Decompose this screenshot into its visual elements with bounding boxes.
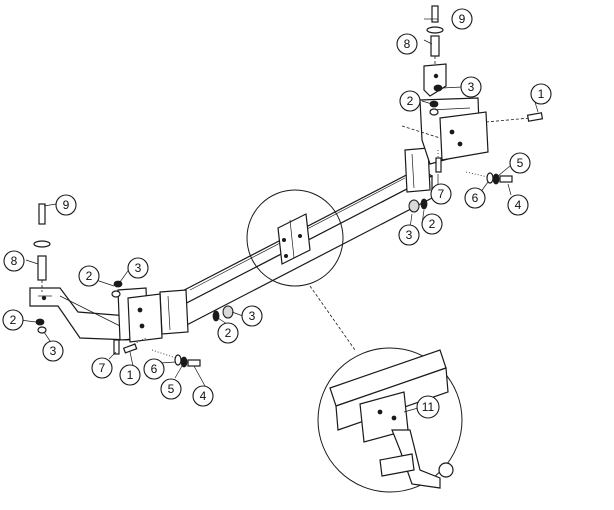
callout-2-left-bottom: 2 bbox=[2, 309, 24, 331]
svg-text:6: 6 bbox=[472, 191, 479, 205]
right-top-mount bbox=[423, 63, 447, 97]
svg-text:2: 2 bbox=[429, 217, 436, 231]
callout-2-left-top: 2 bbox=[78, 265, 100, 287]
svg-text:7: 7 bbox=[438, 187, 445, 201]
callout-8-left: 8 bbox=[3, 250, 25, 272]
callout-9-left: 9 bbox=[55, 194, 77, 216]
center-magnifier bbox=[246, 189, 344, 287]
svg-text:2: 2 bbox=[407, 94, 414, 108]
callout-8-right: 8 bbox=[396, 33, 418, 55]
left-bolt-1 bbox=[122, 337, 147, 354]
callout-1-right: 1 bbox=[530, 83, 552, 105]
callout-3-left-top: 3 bbox=[127, 257, 149, 279]
callout-7-left: 7 bbox=[91, 357, 113, 379]
svg-text:8: 8 bbox=[404, 37, 411, 51]
svg-text:2: 2 bbox=[10, 313, 17, 327]
svg-text:11: 11 bbox=[422, 400, 435, 414]
callout-2-left-center: 2 bbox=[217, 322, 239, 344]
svg-text:7: 7 bbox=[99, 361, 106, 375]
callout-1-left: 1 bbox=[119, 364, 141, 386]
svg-text:1: 1 bbox=[538, 87, 545, 101]
detail-leader bbox=[309, 285, 356, 351]
callout-4-right: 4 bbox=[507, 194, 529, 216]
svg-text:2: 2 bbox=[86, 269, 93, 283]
svg-text:3: 3 bbox=[50, 344, 57, 358]
callout-6-left: 6 bbox=[143, 358, 165, 380]
svg-text:9: 9 bbox=[459, 12, 466, 26]
callout-9-right: 9 bbox=[451, 8, 473, 30]
left-fastener-group bbox=[151, 349, 201, 368]
svg-text:3: 3 bbox=[406, 228, 413, 242]
detail-view bbox=[317, 347, 463, 493]
svg-text:3: 3 bbox=[468, 80, 475, 94]
callout-2-right-bottom: 2 bbox=[421, 213, 443, 235]
callout-3-right-top: 3 bbox=[460, 76, 482, 98]
left-center-nuts bbox=[212, 305, 234, 322]
leader-lines bbox=[19, 18, 539, 413]
right-vertical-bolt bbox=[426, 5, 444, 66]
svg-text:3: 3 bbox=[135, 261, 142, 275]
callout-5-right: 5 bbox=[509, 152, 531, 174]
svg-text:1: 1 bbox=[127, 368, 134, 382]
left-bolt-7 bbox=[113, 339, 120, 355]
callout-3-right-bottom: 3 bbox=[398, 224, 420, 246]
callout-5-left: 5 bbox=[160, 378, 182, 400]
callout-11-detail: 11 bbox=[416, 395, 440, 419]
callout-3-left-center: 3 bbox=[241, 305, 263, 327]
left-side-plate bbox=[117, 287, 163, 343]
svg-text:5: 5 bbox=[168, 382, 175, 396]
callout-6-right: 6 bbox=[464, 187, 486, 209]
left-vertical-bolt bbox=[33, 203, 51, 292]
svg-text:4: 4 bbox=[200, 389, 207, 403]
svg-text:5: 5 bbox=[517, 156, 524, 170]
callout-2-right-top: 2 bbox=[399, 90, 421, 112]
callout-4-left: 4 bbox=[192, 385, 214, 407]
right-bolt-7 bbox=[435, 150, 442, 173]
callout-3-left-bottom: 3 bbox=[42, 340, 64, 362]
left-nuts bbox=[35, 280, 123, 334]
svg-text:9: 9 bbox=[63, 198, 70, 212]
svg-text:8: 8 bbox=[11, 254, 18, 268]
svg-text:4: 4 bbox=[515, 198, 522, 212]
right-fastener-group bbox=[465, 171, 513, 185]
svg-text:6: 6 bbox=[151, 362, 158, 376]
right-lower-nuts bbox=[408, 198, 428, 213]
right-end-plate bbox=[404, 147, 431, 193]
right-bolt-1 bbox=[526, 112, 544, 122]
svg-text:2: 2 bbox=[225, 326, 232, 340]
left-end-plate bbox=[159, 289, 189, 335]
callout-7-right: 7 bbox=[430, 183, 452, 205]
svg-text:3: 3 bbox=[249, 309, 256, 323]
